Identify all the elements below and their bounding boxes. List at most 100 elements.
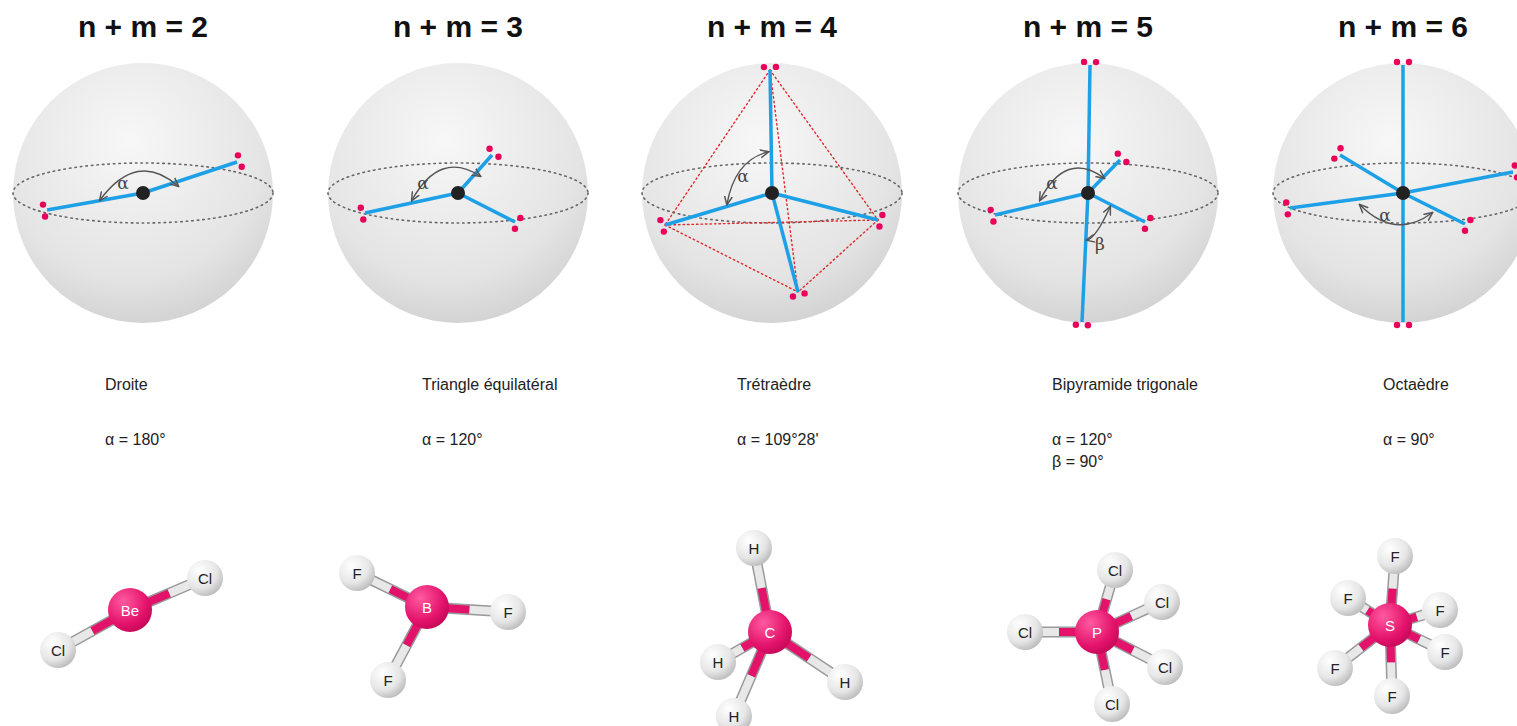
bond-direction xyxy=(143,162,237,193)
bond-outline xyxy=(1408,634,1431,645)
atom-symbol: Cl xyxy=(1155,595,1169,610)
bond-outline xyxy=(1115,641,1151,660)
lone-pair-dot xyxy=(1394,59,1400,65)
central-atom xyxy=(136,186,150,200)
bond-half xyxy=(407,625,418,646)
vsepr-sphere xyxy=(1273,59,1517,328)
bond-half xyxy=(469,610,492,611)
ligand-atom: Cl xyxy=(1144,584,1180,620)
geometry-text: Octaèdre xyxy=(1383,376,1449,394)
chemical-bond xyxy=(1103,585,1111,612)
bond-half xyxy=(169,584,190,593)
lone-pair-dot xyxy=(495,154,501,160)
angle-symbol: α xyxy=(1379,205,1390,225)
lone-pair-dot xyxy=(1283,199,1289,205)
central-atom xyxy=(1396,186,1410,200)
bond-direction xyxy=(1340,155,1403,193)
bond-direction xyxy=(665,193,772,225)
chemical-bond xyxy=(447,608,492,611)
atom-symbol: F xyxy=(1435,603,1444,618)
bond-half xyxy=(1041,628,1059,636)
sphere xyxy=(1273,63,1517,323)
group-heading: n + m = 5 xyxy=(1023,10,1153,44)
equator xyxy=(328,163,588,223)
geometry-text: Trétraèdre xyxy=(737,376,811,394)
atom-symbol: H xyxy=(840,675,851,690)
chemical-bond xyxy=(740,650,762,701)
lone-pair-dot xyxy=(1337,145,1343,151)
ligand-atom: Cl xyxy=(187,560,223,596)
lone-pair-dot xyxy=(790,293,796,299)
angle-symbol: α xyxy=(737,166,748,186)
lone-pair-dot xyxy=(990,218,996,224)
angle-symbol: α xyxy=(417,173,428,193)
lone-pair-dot xyxy=(773,64,779,70)
group-heading: n + m = 2 xyxy=(78,10,208,44)
lone-pair-dot xyxy=(239,164,245,170)
geometry-text: Droite xyxy=(105,376,148,394)
lone-pair-dot xyxy=(1406,322,1412,328)
chemical-bond xyxy=(1115,609,1147,624)
sphere xyxy=(328,63,588,323)
atom-symbol: P xyxy=(1092,625,1102,640)
chemical-bond xyxy=(371,580,409,598)
bond-half xyxy=(72,631,92,642)
vsepr-sphere xyxy=(958,59,1218,329)
bond-half xyxy=(1101,652,1105,670)
chemical-bond xyxy=(757,564,766,613)
bond-outline xyxy=(148,584,190,602)
bond-outline xyxy=(72,620,113,643)
bond-outline xyxy=(732,642,753,654)
lone-pair-dot xyxy=(42,213,48,219)
chemical-bond xyxy=(787,643,832,673)
tetrahedron-edge xyxy=(665,70,770,225)
bond-outline xyxy=(787,643,832,673)
angle-arc xyxy=(1040,168,1104,200)
lone-pair-dot xyxy=(1147,215,1153,221)
geometry-text: α = 120° xyxy=(1052,431,1113,449)
ligand-atom: Cl xyxy=(1094,686,1130,722)
bond-half xyxy=(787,643,810,658)
lone-pair-dot xyxy=(801,290,807,296)
ligand-atom: Cl xyxy=(1147,649,1183,685)
bond-direction xyxy=(1401,65,1405,193)
chemical-bond xyxy=(732,642,753,654)
chemical-bond xyxy=(1348,637,1375,658)
bond-outline xyxy=(1348,637,1375,658)
ligand-atom: H xyxy=(827,664,863,700)
bond-outline xyxy=(396,625,418,666)
bond-half xyxy=(148,593,169,602)
lone-pair-dot xyxy=(987,207,993,213)
angle-symbol: β xyxy=(1095,234,1105,254)
lone-pair-dot xyxy=(1115,150,1121,156)
atom-symbol: Cl xyxy=(198,571,212,586)
bond-half xyxy=(1115,616,1131,623)
lone-pair-dot xyxy=(1462,228,1468,234)
bond-half xyxy=(751,650,762,675)
atom-symbol: Cl xyxy=(1105,697,1119,712)
ligand-atom: H xyxy=(700,644,736,680)
central-atom: S xyxy=(1368,603,1412,647)
bond-half xyxy=(757,564,762,588)
central-atom xyxy=(451,186,465,200)
tetrahedron-edge xyxy=(665,220,878,225)
lone-pair-dot xyxy=(360,216,366,222)
bond-direction xyxy=(1088,65,1090,193)
sphere xyxy=(958,63,1218,323)
bond-outline xyxy=(1103,585,1111,612)
central-atom: P xyxy=(1075,610,1119,654)
tetrahedron-edge xyxy=(770,70,878,220)
bond-half xyxy=(1393,572,1394,589)
bond-direction xyxy=(1082,193,1088,322)
chemical-bond xyxy=(1101,652,1109,689)
angle-arc xyxy=(412,167,480,200)
chemical-bond xyxy=(148,584,190,602)
chemical-bond xyxy=(72,620,113,643)
lone-pair-dot xyxy=(879,212,885,218)
geometry-text: Triangle équilatéral xyxy=(422,376,557,394)
geometry-text: Bipyramide trigonale xyxy=(1052,376,1198,394)
geometry-text: α = 90° xyxy=(1383,431,1435,449)
central-atom: B xyxy=(405,585,449,629)
geometry-text: α = 109°28' xyxy=(737,431,818,449)
